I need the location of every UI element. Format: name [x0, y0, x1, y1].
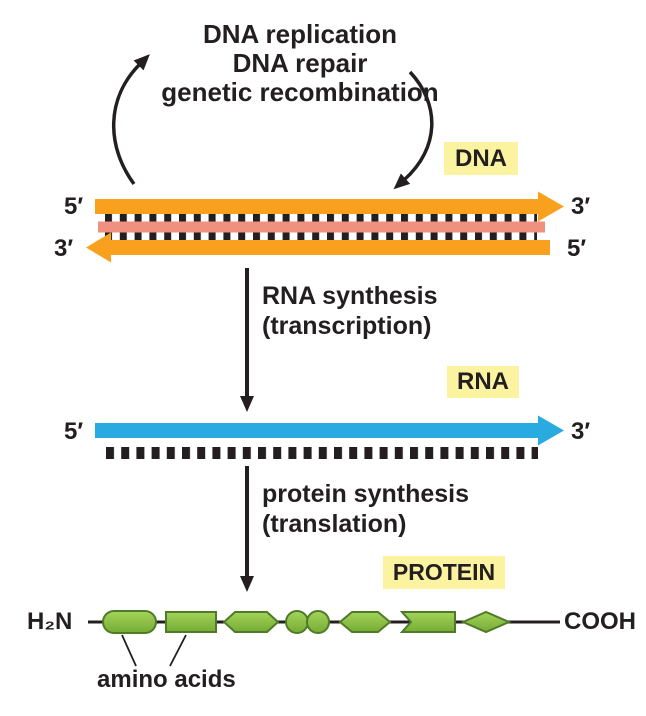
protein-c-terminus-label: COOH: [564, 608, 636, 635]
genetic-recombination-label: genetic recombination: [161, 77, 439, 107]
amino-acid-notched-rectangle: [399, 611, 456, 633]
amino-acid-rectangle: [165, 611, 217, 633]
amino-acid-lobe-right: [306, 610, 330, 634]
amino-acid-callout-line-2: [169, 634, 187, 667]
dna-base-pair-band: [98, 221, 545, 233]
rna-ticks-row: [106, 447, 538, 459]
protein-n-terminus-label: H₂N: [27, 608, 73, 635]
cycle-arrow-right: [393, 70, 434, 190]
transcription-step-label: RNA synthesis (transcription): [262, 281, 438, 341]
rna-strand-arrow: [95, 415, 564, 446]
amino-acid-hexagon-1: [222, 611, 280, 633]
protein-badge: PROTEIN: [383, 556, 505, 589]
cycle-arrow-left: [112, 54, 150, 186]
rna-badge: RNA: [447, 366, 519, 398]
translation-step-label: protein synthesis (translation): [262, 479, 469, 539]
dna-repair-label: DNA repair: [232, 48, 368, 78]
protein-synthesis-label: protein synthesis: [262, 480, 469, 508]
dna-top-right-end-label: 3′: [571, 193, 591, 220]
dna-bottom-strand-arrow: [86, 232, 550, 263]
amino-acid-capsule: [102, 610, 157, 634]
dna-duplex: [86, 191, 564, 263]
amino-acid-lobe-left: [285, 610, 309, 634]
dna-badge: DNA: [444, 142, 518, 175]
dna-top-strand-arrow: [95, 191, 564, 222]
protein-chain-shapes: [102, 610, 512, 634]
amino-acids-label: amino acids: [97, 666, 236, 693]
amino-acid-diamond: [460, 610, 512, 634]
rna-strand-group: [95, 415, 564, 459]
rna-left-end-label: 5′: [64, 418, 84, 445]
rna-synthesis-label: RNA synthesis: [262, 282, 438, 310]
dna-bottom-right-end-label: 5′: [567, 235, 587, 262]
transcription-label: (transcription): [262, 312, 432, 340]
translation-label: (translation): [262, 510, 407, 538]
rna-right-end-label: 3′: [571, 418, 591, 445]
dna-replication-label: DNA replication: [202, 19, 398, 49]
amino-acid-hexagon-2: [338, 611, 392, 633]
dna-maintenance-label: DNA replication DNA repair genetic recom…: [40, 20, 560, 107]
dna-top-left-end-label: 5′: [64, 193, 84, 220]
dna-bottom-left-end-label: 3′: [54, 235, 74, 262]
amino-acid-callout-line-1: [121, 634, 137, 667]
